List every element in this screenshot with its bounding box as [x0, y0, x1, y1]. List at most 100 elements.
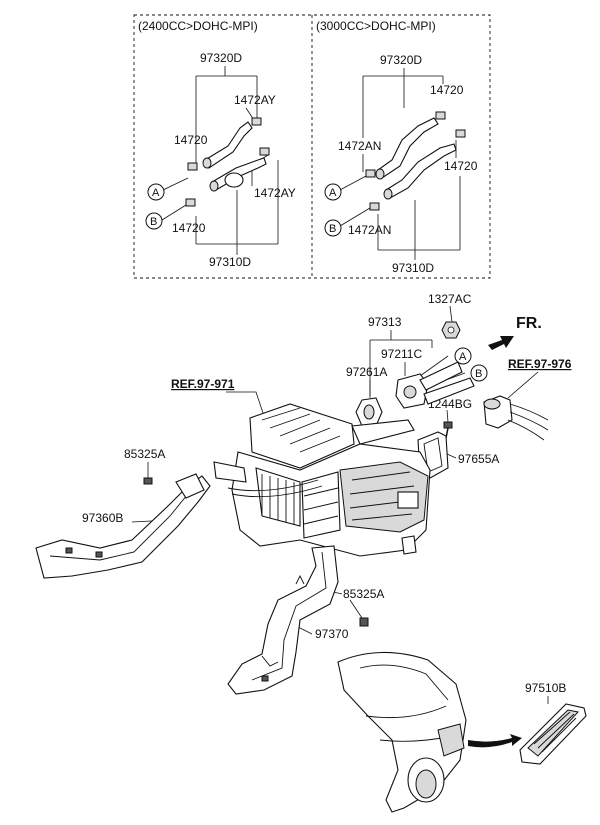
inset-right-leader-b [339, 207, 371, 227]
hvac-mid-section [301, 471, 341, 539]
inset-left-leader-b [161, 204, 187, 221]
label-1244bg: 1244BG [428, 397, 472, 411]
circle-b-label: B [329, 223, 336, 235]
ref-97-971[interactable]: REF.97-971 [171, 377, 235, 391]
inset-right: (3000CC>DOHC-MPI) 97320D 14720 1472AN 14… [316, 19, 478, 275]
hvac-top-ribs [261, 407, 341, 453]
clamp-icon [185, 198, 196, 207]
inset-right-header: (3000CC>DOHC-MPI) [316, 19, 436, 33]
gasket-hole [403, 385, 417, 399]
circle-a-label: A [459, 351, 467, 363]
clamp-icon [187, 162, 198, 171]
label-97655a: 97655A [458, 452, 499, 466]
hvac-left-bracket [213, 461, 247, 483]
ref-97-976[interactable]: REF.97-976 [508, 357, 572, 371]
hvac-cable [227, 479, 323, 498]
pipe-stub-a [419, 361, 463, 391]
inset-frames [133, 14, 491, 279]
inset-right-leader-97310d [377, 176, 461, 260]
hvac-actuator [397, 491, 419, 509]
inset-right-lower-hose [385, 143, 457, 199]
connector-wires [507, 403, 549, 441]
label-97510b: 97510B [525, 681, 566, 695]
duct-97360b [35, 475, 211, 579]
hvac-blower-ribs [349, 471, 417, 521]
pointer-arrow-icon [468, 734, 522, 748]
inset-left-upper-hose [204, 121, 253, 169]
leader-1327ac [449, 305, 453, 323]
label-97360b: 97360B [82, 511, 123, 525]
connector-top [483, 398, 501, 410]
inset-left-label-1472ay-right: 1472AY [254, 186, 296, 200]
duct-clip [95, 551, 103, 558]
inset-left-label-97310d: 97310D [209, 255, 251, 269]
leader-ref-97-976 [507, 371, 539, 399]
duct-97360b-flange [175, 473, 205, 499]
screw-icon [143, 477, 153, 485]
duct-clip [261, 675, 269, 682]
grille-slats [533, 711, 577, 753]
inset-right-label-1472an: 1472AN [338, 139, 381, 153]
inset-right-label-14720-upper: 14720 [430, 83, 464, 97]
main-circle-a: A [454, 347, 472, 365]
inset-right-leader-97320d [362, 68, 444, 138]
label-97370: 97370 [315, 627, 349, 641]
label-97313: 97313 [368, 315, 402, 329]
leader-ref-97-971 [226, 391, 265, 417]
inset-right-label-14720-right: 14720 [444, 159, 478, 173]
clamp-icon [259, 147, 270, 156]
hvac-top-duct [249, 403, 355, 469]
duct-clip [65, 547, 73, 554]
label-97211c: 97211C [381, 347, 422, 361]
inset-right-hose-end-lower [383, 188, 393, 200]
inset-left-label-14720: 14720 [174, 133, 208, 147]
inset-left-clamps [185, 117, 270, 207]
duct-97370 [227, 545, 339, 695]
clamp-icon [365, 169, 376, 178]
inset-left-label-14720-lower: 14720 [172, 221, 206, 235]
hvac-core-fins [261, 474, 295, 524]
inset-left-label-1472ay-upper: 1472AY [234, 93, 276, 107]
label-1327ac: 1327AC [428, 292, 472, 306]
inset-left-label-97320d: 97320D [200, 51, 242, 65]
circle-a-label: A [152, 187, 160, 199]
label-97261a: 97261A [346, 365, 387, 379]
hvac-mid-ribs [303, 487, 339, 525]
inset-left-leader-97320d [195, 66, 258, 148]
vehicle-lamp [437, 723, 465, 757]
inset-right-clamps [365, 111, 466, 211]
bolt-icon [443, 421, 453, 429]
circle-b-label: B [150, 216, 157, 228]
nut-hole [447, 326, 455, 334]
leader-97313 [369, 330, 433, 398]
vehicle-wheel [415, 769, 437, 799]
inset-left-header: (2400CC>DOHC-MPI) [138, 19, 258, 33]
front-arrow-icon [488, 336, 514, 350]
inset-right-upper-hose [377, 117, 439, 179]
inset-right-label-1472an-lower: 1472AN [348, 223, 391, 237]
inset-right-hose-end [375, 168, 385, 180]
leader-1244bg [446, 409, 449, 423]
hvac-drain [401, 535, 417, 555]
inset-left-leader-97310d [195, 160, 279, 255]
label-85325a-top: 85325A [124, 447, 165, 461]
inset-left-hose-end-lower [209, 180, 219, 192]
clamp-icon [435, 111, 446, 120]
inset-left-hose-end [202, 157, 212, 169]
duct-97360b-edge [49, 483, 197, 561]
grommet-hole [363, 404, 375, 420]
duct-97370-clip [261, 655, 279, 667]
inset-right-circle-a: A [324, 183, 342, 201]
inset-right-leader-a [339, 175, 367, 191]
seal-inner [423, 437, 443, 473]
main-assembly: 1327AC FR. 97313 97211C 97261A REF.97-97… [35, 292, 587, 813]
clamp-icon [369, 202, 380, 211]
hvac-pipe [351, 419, 415, 445]
inset-right-circle-b: B [324, 219, 342, 237]
label-fr: FR. [516, 315, 542, 332]
inset-left: (2400CC>DOHC-MPI) 97320D 1472AY 14720 14… [138, 19, 296, 269]
circle-b-label: B [475, 368, 482, 380]
main-circle-b: B [470, 364, 488, 382]
